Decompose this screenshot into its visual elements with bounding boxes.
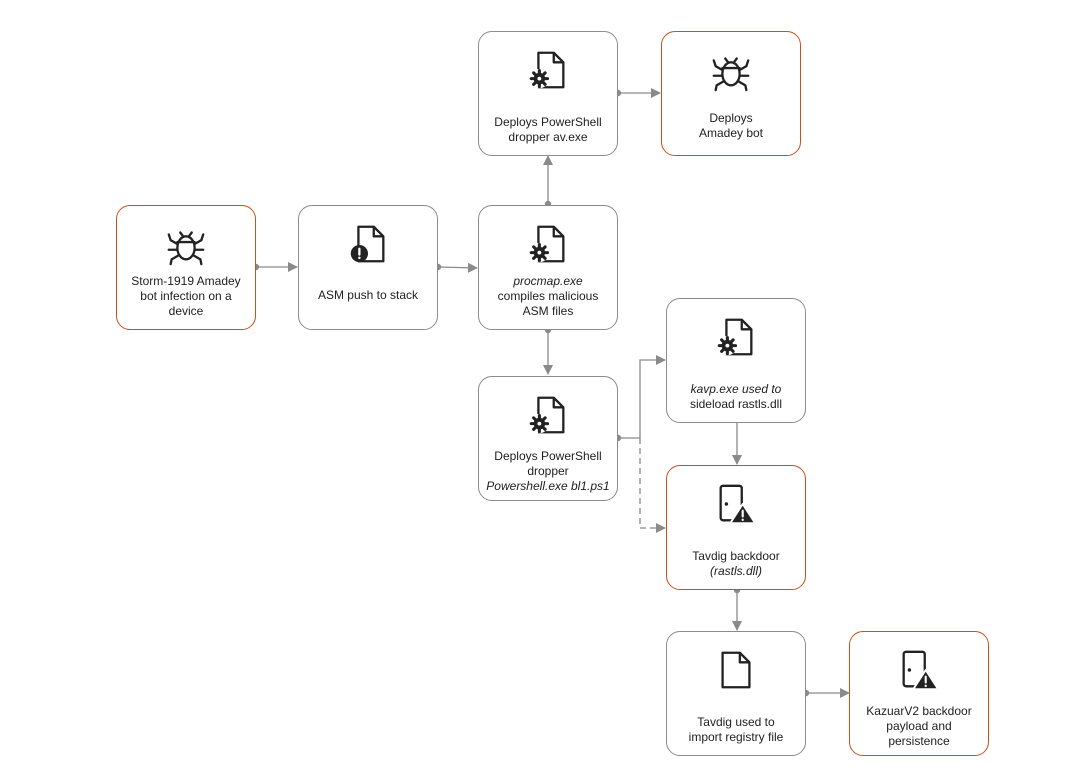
node-label: Deploys PowerShell dropper av.exe (494, 115, 602, 144)
file-alert-icon (299, 220, 437, 268)
node-storm-1919-infection[interactable]: Storm-1919 Amadey bot infection on a dev… (116, 205, 256, 330)
node-tavdig-backdoor[interactable]: Tavdig backdoor (rastls.dll) (666, 465, 806, 590)
node-powershell-dropper-bl1[interactable]: Deploys PowerShell dropper Powershell.ex… (478, 376, 618, 501)
door-warning-icon (667, 480, 805, 528)
file-gear-icon (479, 220, 617, 268)
file-gear-icon (479, 46, 617, 94)
node-label: Tavdig backdoor (rastls.dll) (692, 549, 780, 578)
file-icon (667, 646, 805, 694)
node-label: Storm-1919 Amadey bot infection on a dev… (131, 274, 241, 318)
node-label: kavp.exe used to sideload rastls.dll (689, 382, 783, 411)
node-deploys-amadey-bot[interactable]: Deploys Amadey bot (661, 31, 801, 156)
door-warning-icon (850, 646, 988, 694)
node-label: Deploys Amadey bot (698, 111, 764, 140)
bug-icon (117, 220, 255, 268)
node-label: KazuarV2 backdoor payload and persistenc… (866, 704, 972, 748)
node-kazuarv2-backdoor[interactable]: KazuarV2 backdoor payload and persistenc… (849, 631, 989, 756)
node-asm-push[interactable]: ASM push to stack (298, 205, 438, 330)
node-kavp-sideload[interactable]: kavp.exe used to sideload rastls.dll (666, 298, 806, 423)
file-gear-icon (667, 313, 805, 361)
node-label: Deploys PowerShell dropper Powershell.ex… (486, 449, 610, 493)
node-label: Tavdig used to import registry file (688, 715, 784, 744)
bug-icon (662, 46, 800, 94)
connector-psdropper-kavp (618, 355, 666, 439)
file-gear-icon (479, 391, 617, 439)
connector-psdropper-tavdig (639, 438, 666, 533)
node-powershell-dropper-av[interactable]: Deploys PowerShell dropper av.exe (478, 31, 618, 156)
node-procmap[interactable]: procmap.exe compiles malicious ASM files (478, 205, 618, 330)
node-label: procmap.exe compiles malicious ASM files (497, 274, 599, 318)
node-label: ASM push to stack (317, 288, 419, 302)
connector-asm-procmap (437, 262, 478, 273)
node-tavdig-import-registry[interactable]: Tavdig used to import registry file (666, 631, 806, 756)
